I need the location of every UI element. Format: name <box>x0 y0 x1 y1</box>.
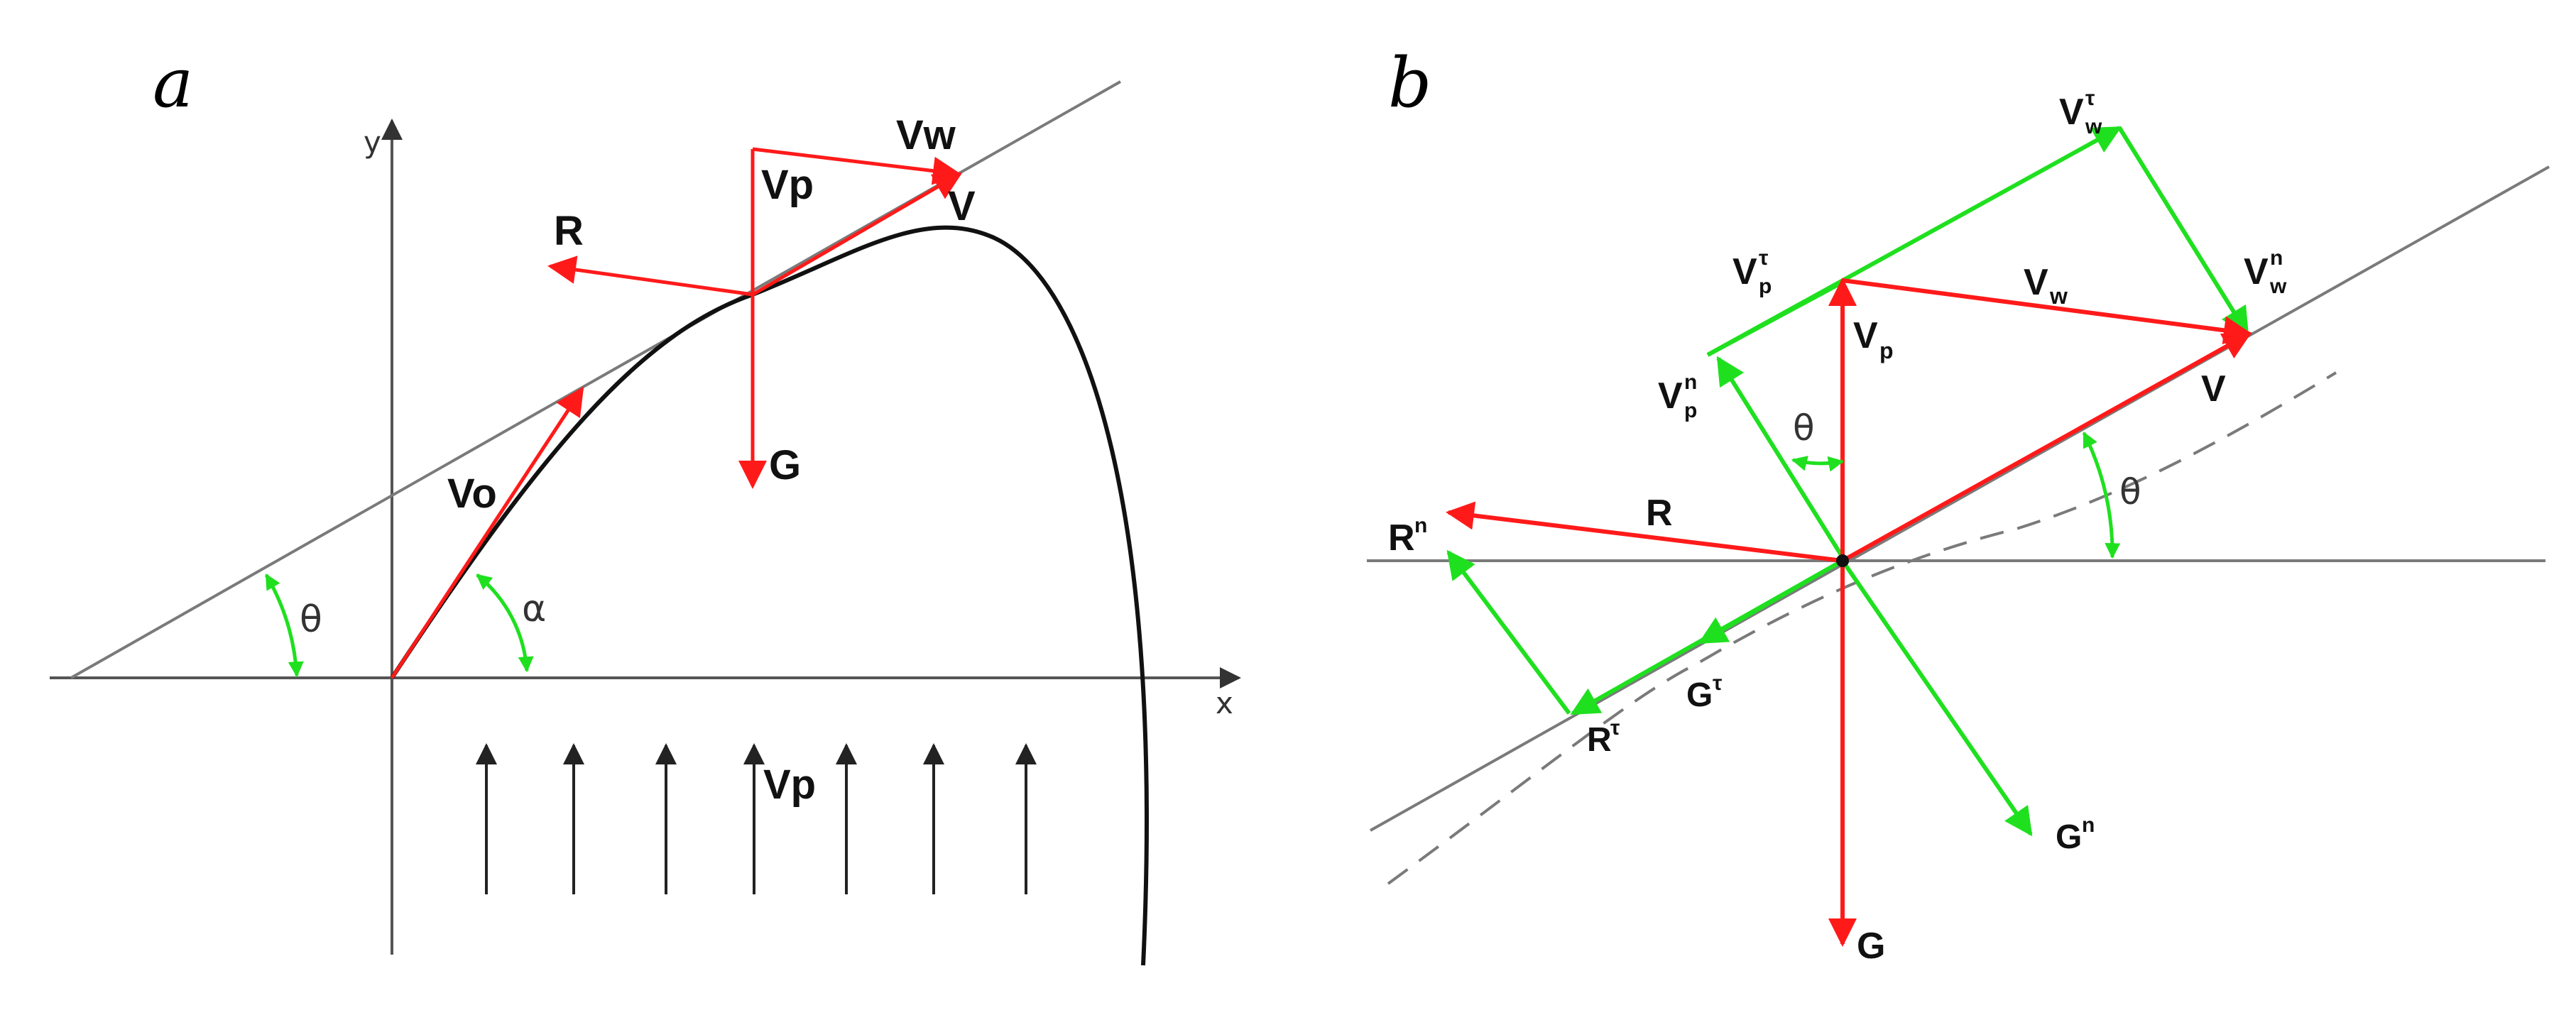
svg-text:w: w <box>2085 115 2102 138</box>
svg-text:R: R <box>1587 721 1612 759</box>
vector-v-b <box>1841 331 2252 563</box>
vector-vw <box>752 147 961 185</box>
dashed-trajectory-b <box>1387 371 2337 885</box>
vector-g-n <box>1840 559 2033 837</box>
angle-theta-arc-b-top <box>1791 456 1845 472</box>
svg-text:n: n <box>2082 813 2095 837</box>
origin-point-b <box>1836 554 1849 567</box>
svg-text:τ: τ <box>1759 246 1768 270</box>
svg-text:w: w <box>2269 275 2287 298</box>
panel-a-label: a <box>153 43 193 123</box>
label-r-b: R <box>1646 493 1673 534</box>
label-g-n: G n <box>2056 813 2095 856</box>
label-r-a: R <box>554 208 584 254</box>
svg-text:n: n <box>1684 371 1697 394</box>
svg-text:G: G <box>1686 676 1713 714</box>
svg-text:τ: τ <box>1610 716 1620 740</box>
label-r-n: R n <box>1388 514 1427 559</box>
angle-theta-arc-a <box>264 574 304 678</box>
angle-alpha-arc <box>476 574 534 673</box>
svg-text:n: n <box>1414 514 1427 537</box>
svg-text:p: p <box>1759 275 1772 298</box>
svg-text:p: p <box>1684 399 1697 422</box>
svg-text:τ: τ <box>2085 87 2095 110</box>
vector-g-tau <box>1698 559 1844 644</box>
x-axis-label: x <box>1216 686 1233 720</box>
vector-r-b <box>1446 501 1843 563</box>
svg-text:n: n <box>2270 246 2283 270</box>
tangent-line <box>70 80 1121 679</box>
label-g-tau: G τ <box>1686 671 1722 714</box>
vector-vo <box>390 386 584 679</box>
svg-text:R: R <box>1388 517 1415 559</box>
label-vw-tau: V w τ <box>2059 87 2102 138</box>
vp-field-arrows <box>476 743 1037 894</box>
vector-vp-n <box>1716 356 1845 559</box>
svg-text:τ: τ <box>1713 671 1722 695</box>
svg-text:V: V <box>2024 262 2048 303</box>
label-theta-b-top: θ <box>1793 407 1815 449</box>
tangent-line-b <box>1370 165 2550 832</box>
label-g-b: G <box>1857 926 1885 967</box>
label-theta-a: θ <box>300 598 322 641</box>
svg-text:V: V <box>2244 251 2269 292</box>
svg-text:V: V <box>1732 251 1757 292</box>
panel-a: a x y Vo α θ Vw Vp V R G <box>50 43 1241 966</box>
angle-theta-arc-b-right <box>2082 432 2121 559</box>
label-vp-field: Vp <box>763 762 816 808</box>
svg-text:V: V <box>2059 92 2084 133</box>
label-vw-n: V w n <box>2244 246 2287 298</box>
svg-text:V: V <box>1658 375 1683 417</box>
svg-text:p: p <box>1879 338 1894 363</box>
label-vw: Vw <box>896 112 956 158</box>
vector-v-a <box>751 172 963 297</box>
label-vw-b: V w <box>2024 262 2068 309</box>
panel-b: b θ θ V p <box>1367 43 2550 967</box>
vector-vp-tau <box>1706 278 1848 357</box>
svg-text:G: G <box>2056 818 2082 856</box>
label-vp-b: V p <box>1853 315 1894 363</box>
panel-b-label: b <box>1388 43 1431 123</box>
label-theta-b-right: θ <box>2119 471 2141 512</box>
svg-text:V: V <box>1853 315 1878 356</box>
vector-vw-b <box>1842 278 2252 345</box>
vector-r-a <box>547 256 753 297</box>
trajectory-curve <box>390 225 1149 966</box>
label-v-a: V <box>948 183 976 229</box>
label-alpha: α <box>522 588 546 630</box>
label-g-a: G <box>769 442 801 488</box>
label-vp-a: Vp <box>761 162 814 208</box>
label-vo: Vo <box>447 471 497 517</box>
label-vp-tau: V p τ <box>1732 246 1772 298</box>
y-axis-label: y <box>364 125 381 160</box>
vector-vw-n <box>2117 126 2249 336</box>
label-v-b: V <box>2201 368 2226 410</box>
label-r-tau: R τ <box>1587 716 1620 759</box>
vector-r-n <box>1446 549 1571 715</box>
svg-text:w: w <box>2049 283 2068 309</box>
label-vp-n: V p n <box>1658 371 1697 422</box>
